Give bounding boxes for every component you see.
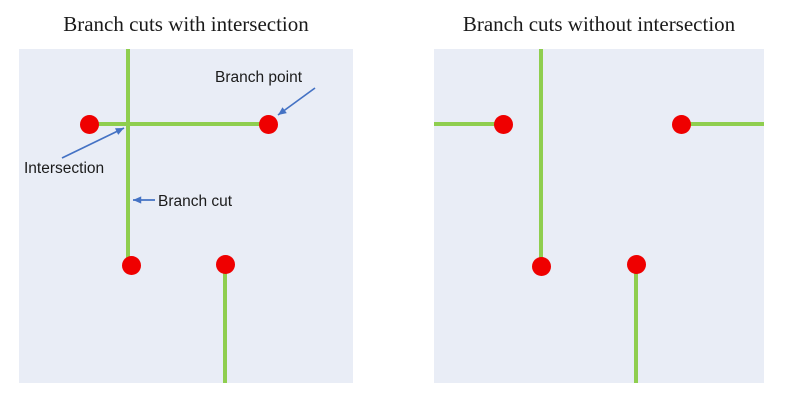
intersection-annotation-arrow-icon <box>61 127 125 159</box>
panel-title-right: Branch cuts without intersection <box>462 12 736 36</box>
horizontal-cut-right-edge <box>681 122 764 126</box>
branch-point-lower-right <box>215 254 235 274</box>
panel-title-left: Branch cuts with intersection <box>63 12 309 36</box>
branch-point-lower-left <box>531 256 551 276</box>
branch-point-lower-left <box>121 255 141 275</box>
branch-cut-annotation-label: Branch cut <box>158 193 233 210</box>
plot-area-left <box>19 49 353 383</box>
branch-point-upper-right <box>671 114 691 134</box>
branch-point-left <box>79 114 99 134</box>
vertical-cut-bottom-edge <box>634 264 638 383</box>
branch-point-lower-right <box>626 254 646 274</box>
intersection-annotation-label: Intersection <box>24 160 105 177</box>
branch-point-right <box>258 114 278 134</box>
vertical-cut-through-intersection <box>126 49 130 266</box>
vertical-cut-top-edge <box>539 49 543 267</box>
vertical-cut-to-bottom-edge <box>223 264 227 383</box>
branch-cut-annotation-arrow-icon <box>133 196 155 204</box>
horizontal-cut-between-branch-points <box>89 122 268 126</box>
branch-point-annotation-label: Branch point <box>215 69 303 86</box>
branch-point-annotation-arrow-icon <box>277 87 316 116</box>
branch-point-upper-left <box>493 114 513 134</box>
plot-area-right <box>434 49 764 383</box>
horizontal-cut-left-edge <box>434 122 503 126</box>
